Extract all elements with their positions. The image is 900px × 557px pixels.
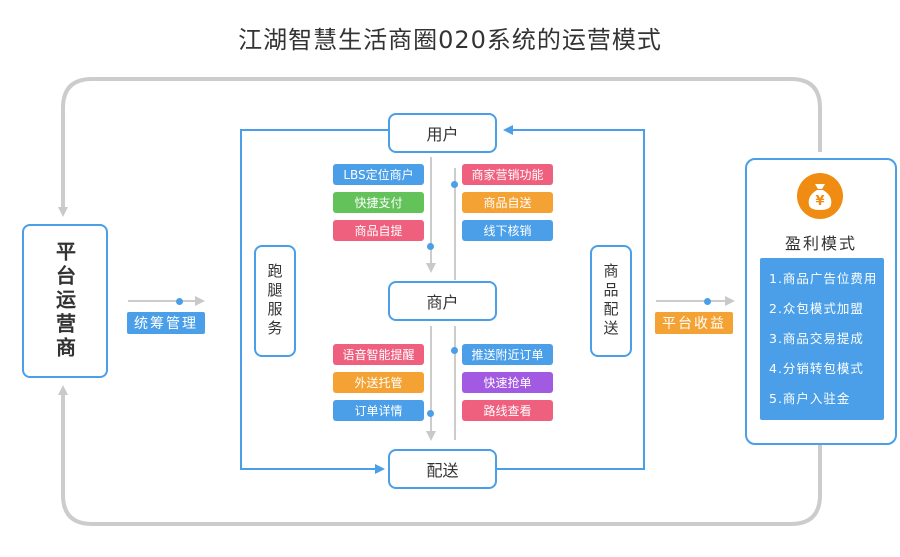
goods-delivery-box: 商品配送 [590,245,632,357]
goods-delivery-label: 商品配送 [601,263,620,339]
outer-loop-bottom [58,385,822,526]
connector-dot [451,347,458,354]
profit-item: 2.众包模式加盟 [769,301,864,316]
money-bag-icon: ¥ [808,184,832,210]
feature-pill: 快速抢单 [462,372,553,393]
feature-pill: 路线查看 [462,400,553,421]
profit-model-title: 盈利模式 [784,234,857,253]
profit-item: 5.商户入驻金 [769,391,851,406]
profit-item: 1.商品广告位费用 [769,271,878,286]
user-node: 用户 [388,113,497,153]
platform-operator-label: 平台运营商 [52,241,77,361]
inner-right-path [497,125,645,470]
feature-pill: 快捷支付 [333,192,424,213]
feature-pill: 商品自送 [462,192,553,213]
inner-left-path [240,129,388,474]
connector-dot [427,243,434,250]
feature-pill: 订单详情 [333,400,424,421]
feature-pill: LBS定位商户 [333,164,424,185]
outer-loop-top [58,77,822,217]
connector-dot [176,298,183,305]
yen-symbol: ¥ [815,194,824,209]
feature-pill: 商家营销功能 [462,164,553,185]
feature-pill: 语音智能提醒 [333,344,424,365]
profit-model-box: ¥ 盈利模式 1.商品广告位费用 2.众包模式加盟 3.商品交易提成 4.分销转… [745,158,897,445]
feature-pill: 线下核销 [462,220,553,241]
merchant-node: 商户 [388,281,497,321]
money-bag-icon: ¥ [797,173,843,219]
platform-operator-box: 平台运营商 [22,224,108,378]
delivery-node: 配送 [388,449,497,489]
feature-pill: 商品自提 [333,220,424,241]
connector-dot [451,181,458,188]
diagram-title: 江湖智慧生活商圈020系统的运营模式 [238,26,662,54]
feature-pill: 推送附近订单 [462,344,553,365]
coordination-tag: 统筹管理 [127,312,205,334]
connector-dot [704,298,711,305]
profit-item: 4.分销转包模式 [769,361,864,376]
profit-item: 3.商品交易提成 [769,331,864,346]
feature-pill: 外送托管 [333,372,424,393]
errand-service-label: 跑腿服务 [265,263,284,339]
revenue-tag: 平台收益 [655,312,733,334]
profit-list: 1.商品广告位费用 2.众包模式加盟 3.商品交易提成 4.分销转包模式 5.商… [760,258,884,420]
connector-dot [427,410,434,417]
errand-service-box: 跑腿服务 [254,245,296,357]
